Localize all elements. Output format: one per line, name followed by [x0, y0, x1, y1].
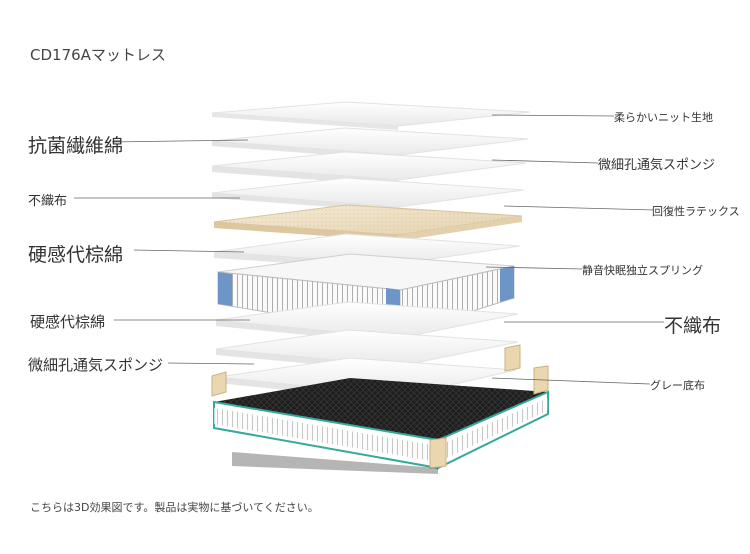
label-palm-fiber-top: 硬感代棕綿 [28, 244, 124, 266]
label-latex: 回復性ラテックス [652, 205, 740, 218]
right-leader-lines [485, 114, 664, 385]
layer-latex [213, 204, 523, 241]
label-sponge-bottom: 微細孔通気スポンジ [28, 356, 164, 374]
layer-knit-fabric [211, 101, 531, 130]
page-title: CD176Aマットレス [30, 46, 166, 64]
label-nonwoven-top: 不織布 [28, 194, 68, 209]
label-knit-fabric: 柔らかいニット生地 [614, 111, 713, 124]
mattress-base [211, 344, 549, 474]
left-leader-lines [74, 139, 255, 365]
label-sponge-top: 微細孔通気スポンジ [598, 158, 716, 173]
label-nonwoven-bottom: 不織布 [664, 315, 722, 337]
label-grey-bottom-fabric: グレー底布 [650, 379, 705, 392]
footnote: こちらは3D効果図です。製品は実物に基づいてください。 [30, 501, 319, 514]
label-antibacterial-fiber: 抗菌繊維綿 [28, 135, 124, 157]
label-palm-fiber-bottom: 硬感代棕綿 [30, 313, 106, 331]
label-pocket-springs: 静音快眠独立スプリング [582, 264, 703, 277]
